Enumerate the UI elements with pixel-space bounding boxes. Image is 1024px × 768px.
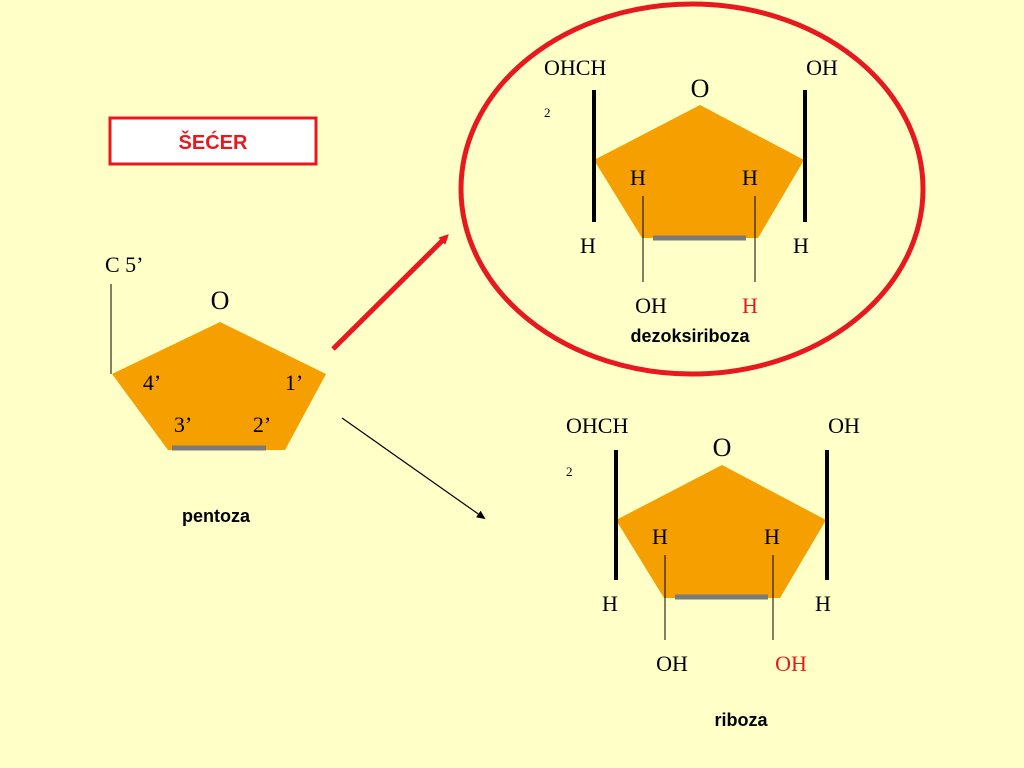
- riboza-c3-bottom: OH: [656, 651, 688, 676]
- riboza-c1-top: OH: [828, 413, 860, 438]
- title-box: ŠEĆER: [108, 116, 318, 166]
- pentoza-name: pentoza: [182, 506, 251, 526]
- riboza-c2-bottom: OH: [775, 651, 807, 676]
- dezoksiriboza-c5-subscript: 2: [544, 105, 551, 120]
- riboza-structure: OHCH 2 OH O H H H H OH OH riboza: [566, 413, 860, 730]
- pentoza-c2-label: 2’: [253, 412, 271, 437]
- riboza-c2-top: H: [764, 524, 780, 549]
- dezoksiriboza-structure: OHCH 2 OH O H H H H OH H dezoksiriboza: [458, 1, 926, 377]
- dezoksiriboza-c1-top: OH: [806, 55, 838, 80]
- dezoksiriboza-c5-group: OHCH: [544, 55, 606, 80]
- arrow-to-riboza: [341, 417, 486, 520]
- riboza-c5-group: OHCH: [566, 413, 628, 438]
- pentoza-c1-label: 1’: [285, 370, 303, 395]
- dezoksiriboza-c4-bottom: H: [580, 233, 596, 258]
- dezoksiriboza-c3-top: H: [630, 165, 646, 190]
- riboza-c1-bottom: H: [815, 591, 831, 616]
- dezoksiriboza-c1-bottom: H: [793, 233, 809, 258]
- riboza-name: riboza: [714, 710, 768, 730]
- highlight-circle: [458, 1, 926, 377]
- title-text: ŠEĆER: [179, 130, 248, 154]
- riboza-c5-subscript: 2: [566, 464, 573, 479]
- riboza-ring: [616, 465, 826, 598]
- dezoksiriboza-c2-bottom: H: [742, 293, 758, 318]
- pentoza-c5-label: C 5’: [105, 252, 144, 277]
- riboza-c4-bottom: H: [602, 591, 618, 616]
- dezoksiriboza-ring: [594, 105, 804, 238]
- title-frame: [108, 116, 318, 166]
- pentoza-c4-label: 4’: [143, 370, 161, 395]
- riboza-c3-top: H: [652, 524, 668, 549]
- arrow-to-dezoksiriboza: [331, 234, 449, 351]
- dezoksiriboza-c3-bottom: OH: [635, 293, 667, 318]
- dezoksiriboza-name: dezoksiriboza: [630, 326, 750, 346]
- dezoksiriboza-c2-top: H: [742, 165, 758, 190]
- riboza-ring-oxygen: O: [713, 433, 732, 462]
- pentoza-structure: C 5’ O 4’ 1’ 3’ 2’ pentoza: [105, 252, 326, 526]
- pentoza-ring-oxygen: O: [211, 286, 230, 315]
- pentoza-c3-label: 3’: [174, 412, 192, 437]
- pentoza-ring: [112, 322, 326, 450]
- dezoksiriboza-ring-oxygen: O: [691, 74, 710, 103]
